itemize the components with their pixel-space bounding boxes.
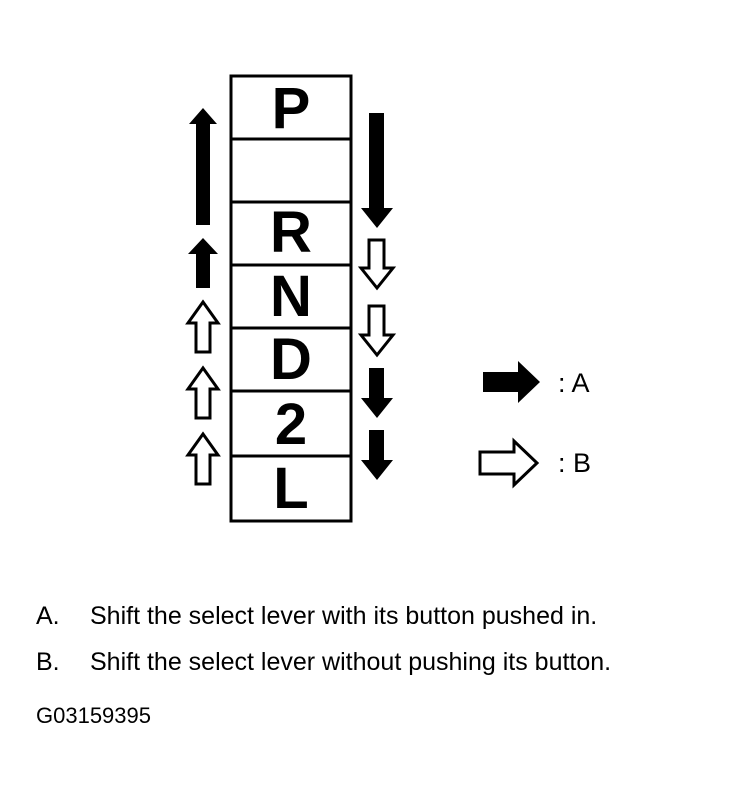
solid-up-arrow-icon xyxy=(188,238,218,288)
note-b-text: Shift the select lever without pushing i… xyxy=(90,648,612,676)
figure-id: G03159395 xyxy=(36,703,151,728)
gear-label-p: P xyxy=(272,76,311,141)
shift-gate: P R N D 2 L xyxy=(229,74,353,523)
gear-label-n: N xyxy=(270,264,312,329)
legend: : A : B xyxy=(478,361,591,489)
upshift-arrows xyxy=(185,108,221,486)
solid-down-arrow-icon xyxy=(361,430,393,480)
gate-outline xyxy=(229,74,353,523)
gear-label-l: L xyxy=(273,456,308,521)
solid-down-arrow-icon xyxy=(361,368,393,418)
gear-label-r: R xyxy=(270,200,312,265)
shift-diagram: P R N D 2 L : A : B xyxy=(185,74,591,523)
note-a-key: A. xyxy=(36,602,60,630)
outline-down-arrow-icon xyxy=(357,238,397,291)
legend-label-b: : B xyxy=(558,448,591,478)
legend-label-a: : A xyxy=(558,368,590,398)
solid-up-arrow-icon xyxy=(189,108,217,225)
note-b-key: B. xyxy=(36,648,60,676)
outline-up-arrow-icon xyxy=(185,431,221,486)
note-a-text: Shift the select lever with its button p… xyxy=(90,602,598,630)
note-a: A. Shift the select lever with its button… xyxy=(36,602,597,631)
outline-up-arrow-icon xyxy=(185,365,221,420)
outline-up-arrow-icon xyxy=(185,299,221,354)
note-b: B. Shift the select lever without pushing… xyxy=(36,648,611,677)
downshift-arrows xyxy=(357,113,397,480)
solid-down-arrow-icon xyxy=(361,113,393,228)
gear-label-d: D xyxy=(270,327,312,392)
solid-arrow-icon xyxy=(483,361,540,403)
outline-down-arrow-icon xyxy=(357,304,397,358)
outline-arrow-icon xyxy=(478,437,540,489)
gear-label-2: 2 xyxy=(275,392,307,457)
